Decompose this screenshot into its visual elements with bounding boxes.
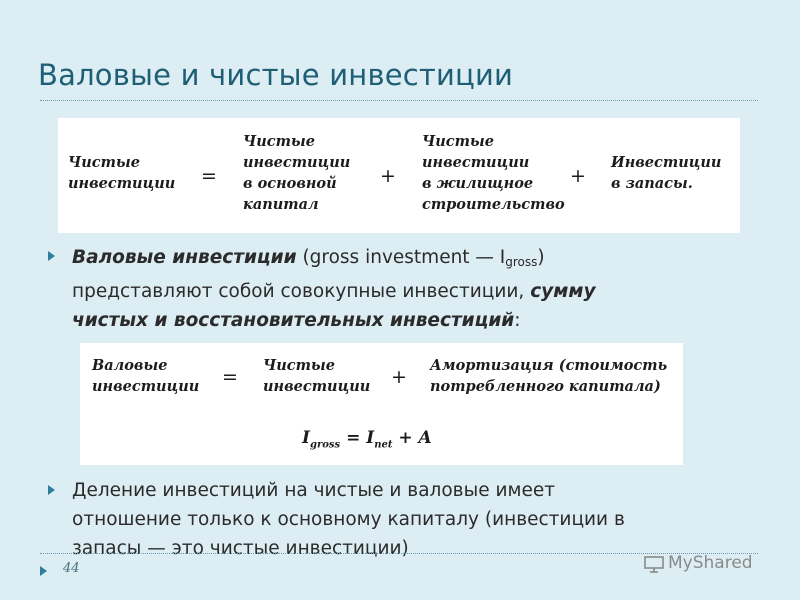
bullet-arrow-icon	[48, 251, 55, 261]
footer-arrow-icon	[40, 566, 47, 576]
formula1-term1-line: капитал	[243, 196, 319, 213]
formula2-term1-line: Чистые	[263, 357, 335, 374]
bullet1-strong: сумму	[530, 281, 596, 302]
formula1-equals: =	[201, 165, 217, 187]
presentation-board-icon	[644, 556, 664, 573]
formula1-plus: +	[380, 165, 396, 187]
formula1-term2-line: инвестиции	[422, 154, 530, 171]
formula1-term1-line: Чистые	[243, 133, 315, 150]
equation-subscript: net	[374, 439, 393, 451]
site-logo[interactable]: MyShared	[668, 553, 753, 573]
footer-divider	[40, 553, 758, 554]
formula1-term-housing: Чистые инвестиции в жилищное строительст…	[422, 131, 565, 215]
bullet1-strong: Валовые инвестиции	[72, 247, 297, 268]
formula-box-gross-investment: Валовые инвестиции = Чистые инвестиции +…	[80, 343, 683, 465]
formula2-equation: Igross = Inet + A	[302, 428, 432, 455]
page-number: 44	[63, 561, 80, 576]
formula1-term1-line: инвестиции	[243, 154, 351, 171]
bullet1-text: представляют собой совокупные инвестиции…	[72, 281, 531, 302]
equation-symbol: + A	[392, 428, 432, 448]
formula2-term2-line: Амортизация (стоимость	[430, 357, 668, 374]
bullet1-text: :	[514, 310, 521, 331]
bullet-division: Деление инвестиций на чистые и валовые и…	[72, 476, 762, 563]
formula2-term-net: Чистые инвестиции	[263, 355, 370, 397]
formula2-lhs-line: Валовые	[92, 357, 168, 374]
formula1-term1-line: в основной	[243, 175, 337, 192]
formula1-term3-line: в запасы.	[611, 175, 693, 192]
bullet1-subscript: gross	[505, 255, 538, 269]
formula2-equals: =	[222, 366, 238, 388]
bullet1-line: представляют собой совокупные инвестиции…	[72, 277, 762, 306]
formula1-lhs: Чистые инвестиции	[68, 152, 175, 194]
title-divider	[40, 100, 758, 101]
formula2-plus: +	[391, 366, 407, 388]
formula2-term1-line: инвестиции	[263, 378, 371, 395]
bullet2-line: отношение только к основному капиталу (и…	[72, 509, 625, 530]
bullet2-line: Деление инвестиций на чистые и валовые и…	[72, 480, 555, 501]
formula2-lhs-line: инвестиции	[92, 378, 200, 395]
formula1-term2-line: в жилищное	[422, 175, 534, 192]
bullet1-text: (gross investment — I	[296, 247, 506, 268]
formula-box-net-investment: Чистые инвестиции = Чистые инвестиции в …	[58, 118, 740, 233]
equation-subscript: gross	[309, 439, 341, 451]
formula2-lhs: Валовые инвестиции	[92, 355, 199, 397]
formula2-term-depreciation: Амортизация (стоимость потребленного кап…	[430, 355, 667, 397]
formula1-term-fixed-capital: Чистые инвестиции в основной капитал	[243, 131, 350, 215]
formula1-plus: +	[570, 165, 586, 187]
equation-symbol: = I	[340, 428, 375, 448]
bullet1-strong: чистых и восстановительных инвестиций	[72, 310, 515, 331]
formula1-lhs-line: Чистые	[68, 154, 140, 171]
slide-title: Валовые и чистые инвестиции	[38, 58, 514, 92]
bullet1-line: чистых и восстановительных инвестиций:	[72, 306, 762, 335]
formula1-term2-line: Чистые	[422, 133, 494, 150]
formula1-lhs-line: инвестиции	[68, 175, 176, 192]
bullet-gross-investment: Валовые инвестиции (gross investment — I…	[72, 243, 762, 335]
formula1-term-inventories: Инвестиции в запасы.	[611, 152, 721, 194]
bullet1-text: )	[537, 247, 545, 268]
formula2-term2-line: потребленного капитала)	[430, 378, 661, 395]
equation-symbol: I	[302, 428, 310, 448]
formula1-term3-line: Инвестиции	[611, 154, 722, 171]
formula1-term2-line: строительство	[422, 196, 565, 213]
bullet-arrow-icon	[48, 485, 55, 495]
bullet1-line: Валовые инвестиции (gross investment — I…	[72, 243, 762, 277]
